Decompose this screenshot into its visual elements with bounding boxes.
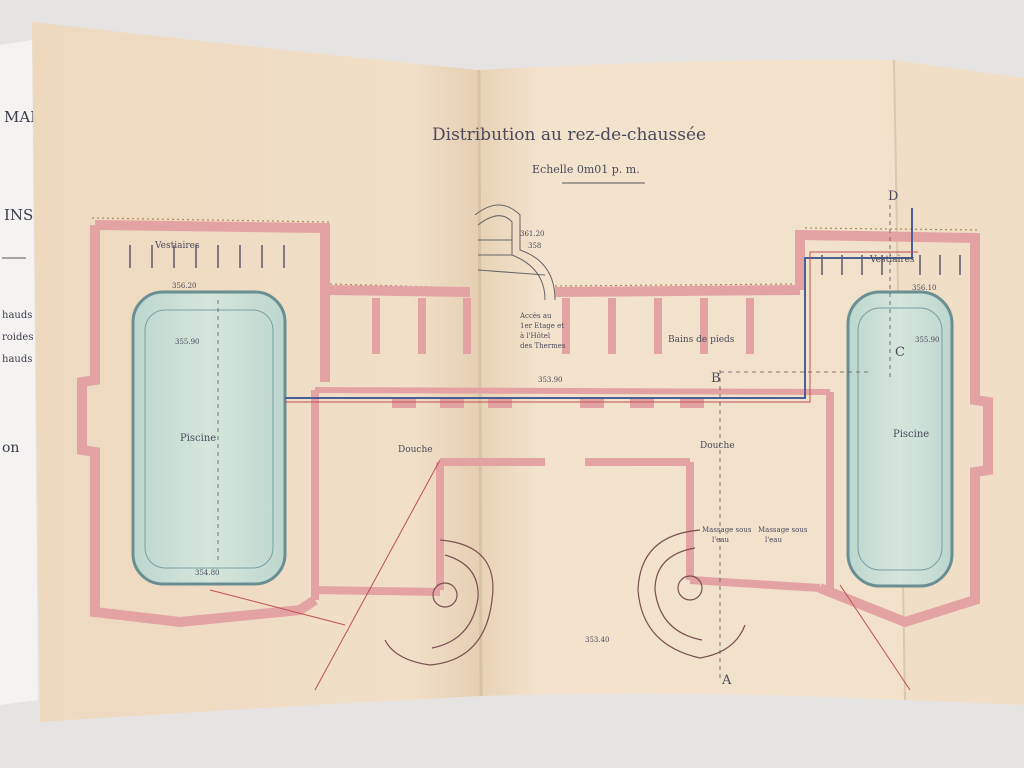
massage1-line1: Massage sous	[702, 526, 752, 534]
section-mark-b: B	[711, 371, 721, 386]
label-piscine-right: Piscine	[893, 429, 929, 440]
level-354-80: 354.80	[195, 569, 220, 577]
label-douche-left: Douche	[398, 445, 433, 455]
acces-line-2: 1er Etage et	[520, 322, 564, 330]
label-massage: Massage sous l'eau Massage sous l'eau	[702, 526, 808, 544]
level-361-20: 361.20	[520, 230, 545, 238]
pool-left	[131, 290, 287, 586]
left-page-strip: MAL INS hauds roides hauds on	[0, 40, 40, 705]
massage1-line2: l'eau	[712, 536, 729, 544]
building-walls	[77, 220, 993, 628]
strip-text-5: hauds	[2, 354, 32, 365]
level-353-40: 353.40	[585, 636, 610, 644]
level-355-90: 355.90	[175, 338, 200, 346]
scale-label: Echelle 0m01 p. m.	[532, 163, 640, 176]
cabin-partitions	[372, 298, 754, 408]
acces-line-4: des Thermes	[520, 342, 566, 350]
acces-line-3: à l'Hôtel	[520, 331, 551, 340]
plan-title: Distribution au rez-de-chaussée	[432, 125, 706, 145]
section-mark-d: D	[888, 189, 898, 204]
label-vestiaires-right: Vestiaires	[869, 255, 915, 265]
pool-right	[846, 290, 954, 588]
section-mark-c: C	[895, 345, 905, 360]
acces-line-1: Accès au	[519, 312, 552, 320]
level-353-90: 353.90	[538, 376, 563, 384]
level-358: 358	[528, 242, 541, 250]
label-vestiaires-left: Vestiaires	[154, 241, 200, 251]
level-356-10: 356.10	[912, 284, 937, 292]
strip-text-6: on	[2, 440, 19, 456]
spiral-stair-left	[384, 539, 494, 666]
pipe-lines	[209, 208, 918, 691]
axis-lines	[217, 205, 891, 680]
strip-text-4: roides	[2, 332, 33, 343]
label-douche-right: Douche	[700, 441, 735, 451]
label-acces-stair: Accès au 1er Etage et à l'Hôtel des Ther…	[519, 312, 566, 350]
label-bains-de-pieds: Bains de pieds	[668, 335, 735, 345]
strip-text-2: INS	[4, 206, 33, 224]
massage2-line1: Massage sous	[758, 526, 808, 534]
level-355-90-right: 355.90	[915, 336, 940, 344]
strip-text-3: hauds	[2, 310, 32, 321]
level-356-20: 356.20	[172, 282, 197, 290]
section-mark-a: A	[721, 673, 732, 688]
spiral-stair-right	[637, 529, 746, 659]
stair-top	[474, 204, 556, 301]
label-piscine-left: Piscine	[180, 433, 216, 444]
massage2-line2: l'eau	[765, 536, 782, 544]
strip-text-1: MAL	[4, 108, 40, 126]
